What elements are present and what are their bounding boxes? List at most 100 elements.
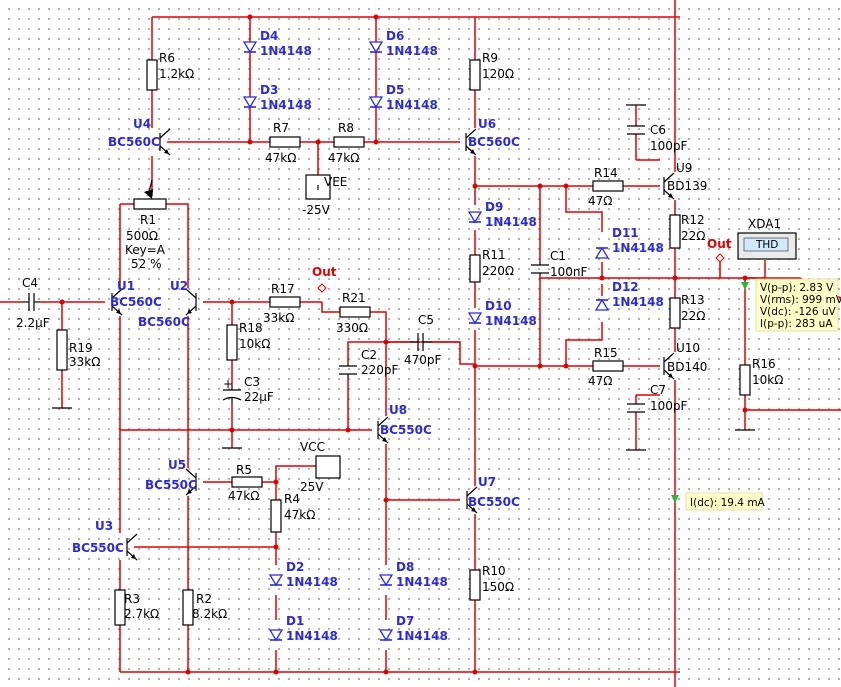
c6-ref: C6	[650, 123, 666, 137]
d12-ref: D12	[612, 280, 639, 294]
d4-ref: D4	[260, 29, 278, 43]
d6-ref: D6	[386, 29, 404, 43]
d8-part: 1N4148	[396, 575, 448, 589]
d11-part: 1N4148	[612, 241, 664, 255]
ground-symbols	[52, 104, 755, 451]
transistor-u10	[663, 352, 675, 380]
d10-part: 1N4148	[485, 314, 537, 328]
resistor-r12	[669, 214, 681, 249]
r10-value: 150Ω	[482, 580, 514, 594]
diode-d8	[378, 574, 394, 587]
diode-d12	[594, 298, 610, 311]
resistor-r21	[339, 306, 371, 318]
c7-ref: C7	[650, 383, 666, 397]
r17-ref: R17	[271, 282, 295, 296]
u8-part: BC550C	[380, 423, 432, 437]
diode-d11	[594, 246, 610, 259]
u9-ref: U9	[676, 161, 692, 175]
transistors	[111, 128, 675, 561]
r19-value: 33kΩ	[69, 355, 100, 369]
d1-part: 1N4148	[286, 629, 338, 643]
r17-value: 33kΩ	[263, 311, 294, 325]
probe1-vdc: V(dc): -126 uV	[760, 306, 837, 318]
r5-ref: R5	[236, 463, 252, 477]
resistor-r18	[226, 324, 238, 361]
d6-part: 1N4148	[386, 44, 438, 58]
r7-ref: R7	[273, 121, 289, 135]
probe2-idc: I(dc): 19.4 mA	[690, 497, 766, 509]
resistor-r5	[231, 476, 263, 488]
transistor-u5	[185, 468, 197, 496]
r15-value: 47Ω	[588, 374, 612, 388]
c3-ref: C3	[244, 375, 260, 389]
u8-ref: U8	[389, 403, 407, 417]
r18-value: 10kΩ	[239, 337, 270, 351]
d4-part: 1N4148	[260, 44, 312, 58]
c1-ref: C1	[550, 249, 566, 263]
resistor-r10	[469, 569, 481, 601]
labels: R6 1.2kΩ R9 120Ω R7 47kΩ R8 47kΩ R1 500Ω…	[16, 29, 783, 643]
r13-ref: R13	[681, 293, 705, 307]
transistor-u2	[185, 288, 197, 316]
transistor-u7	[466, 486, 478, 514]
resistor-r6	[146, 59, 158, 91]
u7-ref: U7	[478, 475, 496, 489]
probe1-vrms: V(rms): 999 mV	[760, 294, 841, 306]
voltage-probe[interactable]: V(p-p): 2.83 V V(rms): 999 mV V(dc): -12…	[741, 278, 841, 332]
current-probe[interactable]: I(dc): 19.4 mA	[671, 492, 766, 511]
d11-ref: D11	[612, 226, 639, 240]
r21-ref: R21	[342, 291, 366, 305]
u4-part: BC560C	[108, 135, 160, 149]
resistors	[56, 59, 751, 626]
d10-ref: D10	[485, 299, 512, 313]
transistor-u9	[663, 172, 675, 200]
c1-value: 100nF	[550, 265, 588, 279]
u10-ref: U10	[676, 341, 700, 355]
u3-ref: U3	[95, 519, 113, 533]
svg-text:+: +	[223, 377, 233, 391]
r7-value: 47kΩ	[265, 151, 296, 165]
probe1-vpp: V(p-p): 2.83 V	[760, 282, 834, 294]
out-markers: Out Out	[312, 237, 732, 293]
transistor-u4	[159, 128, 171, 156]
c6-value: 100pF	[650, 139, 688, 153]
r15-ref: R15	[594, 346, 618, 360]
r11-ref: R11	[482, 248, 506, 262]
resistor-r7	[269, 136, 301, 148]
vcc-supply-box	[315, 455, 341, 479]
u1-part: BC560C	[110, 295, 162, 309]
diodes	[242, 41, 610, 642]
u6-part: BC560C	[468, 135, 520, 149]
r2-ref: R2	[196, 592, 212, 606]
d3-ref: D3	[260, 83, 278, 97]
r18-ref: R18	[239, 321, 263, 335]
r1-value: 500Ω	[126, 229, 158, 243]
r21-value: 330Ω	[336, 321, 368, 335]
resistor-r15	[592, 360, 624, 372]
r9-ref: R9	[482, 51, 498, 65]
c3-value: 22µF	[244, 390, 274, 404]
d1-ref: D1	[286, 614, 304, 628]
r4-value: 47kΩ	[284, 508, 315, 522]
diode-d7	[378, 629, 394, 642]
d9-ref: D9	[485, 200, 503, 214]
r1-key: Key=A	[125, 243, 166, 257]
instrument-label: THD	[755, 239, 778, 251]
r4-ref: R4	[284, 492, 300, 506]
r6-value: 1.2kΩ	[159, 67, 194, 81]
r5-value: 47kΩ	[228, 489, 259, 503]
transistor-u6	[465, 128, 477, 156]
transistor-u3	[126, 533, 138, 561]
u2-part: BC560C	[138, 315, 190, 329]
r14-ref: R14	[594, 166, 618, 180]
d3-part: 1N4148	[260, 98, 312, 112]
d7-ref: D7	[396, 614, 414, 628]
distortion-analyzer-xda1[interactable]: THD XDA1	[737, 217, 797, 260]
r6-ref: R6	[159, 51, 175, 65]
r8-value: 47kΩ	[328, 151, 359, 165]
r9-value: 120Ω	[482, 67, 514, 81]
r12-value: 22Ω	[681, 229, 705, 243]
diode-d4	[242, 41, 258, 54]
d2-ref: D2	[286, 560, 304, 574]
